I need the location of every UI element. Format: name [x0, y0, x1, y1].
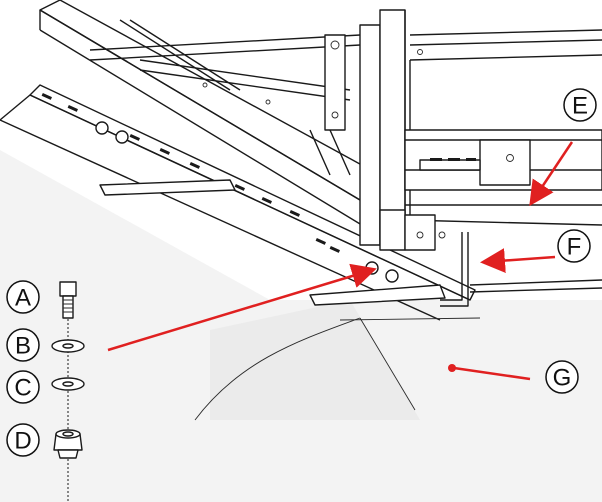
callout-f-label: F	[567, 234, 582, 261]
frame-structure	[0, 0, 602, 421]
callout-g: G	[545, 360, 579, 394]
callout-c: C	[6, 370, 40, 404]
callout-arrows	[107, 141, 574, 381]
arrow-to-fastener	[107, 263, 377, 352]
callout-d: D	[6, 423, 40, 457]
callout-e: E	[563, 88, 597, 122]
bolt-icon	[59, 281, 77, 319]
rail-slots	[41, 93, 476, 253]
pointer-g	[453, 366, 531, 381]
fastener-stack	[51, 281, 85, 502]
callout-f: F	[557, 229, 591, 263]
floor-panel	[0, 150, 602, 502]
callout-a: A	[6, 280, 40, 314]
callout-d-label: D	[14, 428, 31, 455]
callout-c-label: C	[14, 375, 31, 402]
callout-g-label: G	[553, 365, 572, 392]
washer-icon	[51, 339, 85, 353]
callout-a-label: A	[15, 285, 31, 312]
arrow-f	[480, 248, 556, 274]
pointer-g-dot	[448, 364, 456, 372]
washer-icon	[51, 377, 85, 391]
callout-e-label: E	[572, 93, 588, 120]
callout-b-label: B	[15, 333, 31, 360]
callout-b: B	[6, 328, 40, 362]
callout-labels: A B C D E F G	[6, 88, 597, 457]
arrow-e	[529, 141, 574, 207]
flange-nut-icon	[53, 429, 83, 459]
